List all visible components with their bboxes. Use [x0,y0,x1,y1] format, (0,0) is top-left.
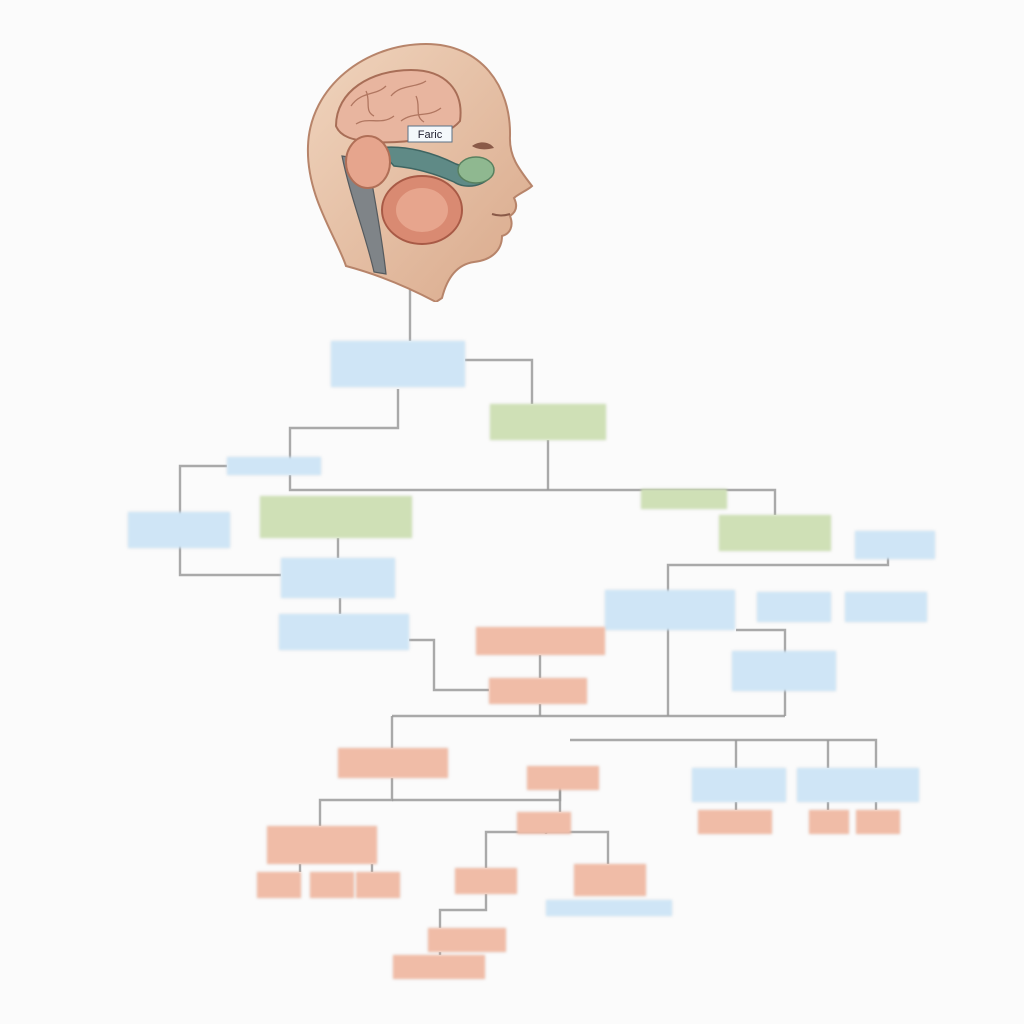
flowchart-node-n21 [267,826,377,864]
connector-line-27 [438,894,488,928]
connector-line-9 [409,638,489,692]
flowchart-node-n13 [279,614,409,650]
flowchart-node-n29 [455,868,517,894]
connector-line-19 [484,830,548,868]
flowchart-node-n1 [331,341,465,387]
flowchart-node-n2 [490,404,606,440]
connector-line-16 [318,778,394,826]
connector-line-2 [465,358,534,404]
flowchart-node-n23 [698,810,772,834]
flowchart-node-n26 [257,872,301,898]
head-label-box [407,125,453,143]
connector-line-3 [288,389,400,466]
flowchart-node-n4 [128,512,230,548]
flowchart-node-n27 [310,872,354,898]
flowchart-node-n31 [546,900,672,916]
flowchart-node-n32 [428,928,506,952]
flowchart-node-n9 [281,558,395,598]
brain-folds [350,80,442,125]
flowchart-node-n19 [692,768,786,802]
flowchart-node-n7 [719,515,831,551]
flowchart-node-n11 [757,592,831,622]
mouth [491,213,511,217]
flowchart-node-n28 [356,872,400,898]
flowchart-node-n15 [732,651,836,691]
connector-line-20 [546,830,610,864]
flowchart-node-n14 [476,627,605,655]
flowchart-node-n12 [845,592,927,622]
flowchart-node-n33 [393,955,485,979]
flowchart-node-n25 [856,810,900,834]
head-anatomy-illustration: Faric [306,42,534,302]
connector-line-5 [288,475,777,515]
flowchart-node-n20 [797,768,919,802]
ear [345,135,391,189]
flowchart-node-n5 [260,496,412,538]
flowchart-node-n24 [809,810,849,834]
flowchart-node-n22 [517,812,571,834]
sinus-cavity [457,156,495,184]
flowchart-node-n6 [641,489,727,509]
flowchart-node-n17 [338,748,448,778]
flowchart-node-n8 [855,531,935,559]
flowchart-node-n18 [527,766,599,790]
connector-line-21 [570,738,878,768]
head-label: Faric [418,129,443,141]
flowchart-node-n10 [605,590,735,630]
eye [472,142,494,150]
flowchart-node-n16 [489,678,587,704]
flowchart-node-n30 [574,864,646,896]
jaw-muscle-inner [396,188,448,232]
flowchart-node-n3 [227,457,321,475]
